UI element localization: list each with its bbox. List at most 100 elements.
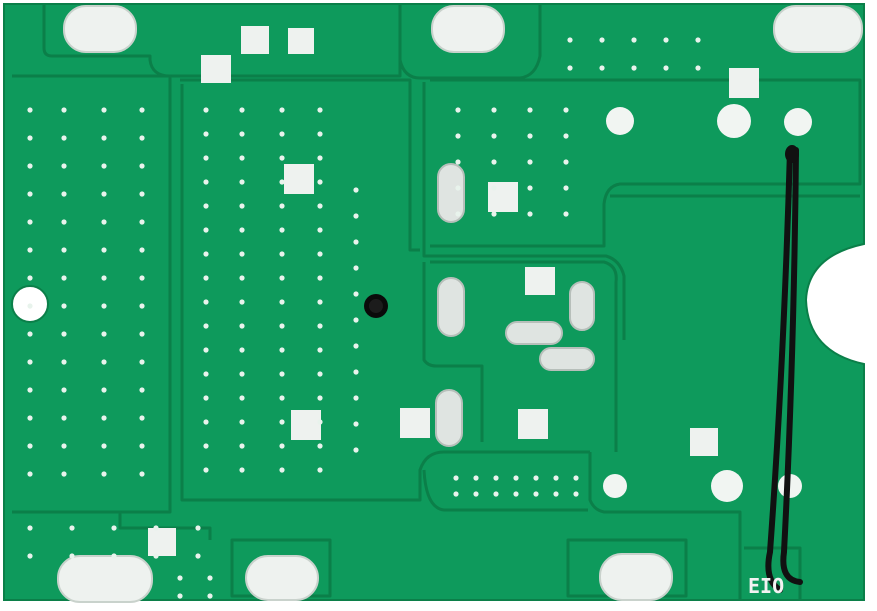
via (61, 275, 67, 281)
via (139, 415, 145, 421)
via (61, 387, 67, 393)
smd-pads (148, 26, 759, 556)
via (353, 369, 359, 375)
via (27, 275, 33, 281)
via (631, 37, 637, 43)
via (455, 185, 461, 191)
via (101, 191, 107, 197)
via (279, 155, 285, 161)
via (27, 387, 33, 393)
via (101, 303, 107, 309)
via (599, 37, 605, 43)
via-field (27, 37, 701, 599)
via (573, 491, 579, 497)
via (491, 211, 497, 217)
via (493, 475, 499, 481)
via (527, 107, 533, 113)
via (239, 419, 245, 425)
via (61, 219, 67, 225)
via (239, 467, 245, 473)
via (279, 467, 285, 473)
via (61, 443, 67, 449)
via (491, 159, 497, 165)
via (491, 185, 497, 191)
via (567, 37, 573, 43)
via (567, 65, 573, 71)
via (317, 227, 323, 233)
via (527, 185, 533, 191)
via (353, 317, 359, 323)
via (101, 275, 107, 281)
via (353, 187, 359, 193)
via (195, 525, 201, 531)
via (195, 553, 201, 559)
via (513, 491, 519, 497)
via (473, 475, 479, 481)
via (139, 303, 145, 309)
via (203, 227, 209, 233)
via (203, 443, 209, 449)
via (353, 213, 359, 219)
via (533, 491, 539, 497)
via (139, 331, 145, 337)
via (139, 107, 145, 113)
via (61, 303, 67, 309)
via (239, 275, 245, 281)
via (203, 395, 209, 401)
via (101, 107, 107, 113)
via (491, 107, 497, 113)
via (455, 211, 461, 217)
via (455, 159, 461, 165)
via (353, 343, 359, 349)
via (177, 593, 183, 599)
via (61, 107, 67, 113)
via (317, 299, 323, 305)
via (453, 491, 459, 497)
via (491, 133, 497, 139)
via (153, 553, 159, 559)
via (239, 347, 245, 353)
via (631, 65, 637, 71)
via (61, 471, 67, 477)
via (61, 135, 67, 141)
via (203, 419, 209, 425)
via (239, 323, 245, 329)
via (239, 155, 245, 161)
terminal-pads (57, 5, 863, 603)
via (27, 303, 33, 309)
via (203, 299, 209, 305)
mounting-holes (11, 104, 812, 502)
via (139, 359, 145, 365)
via (279, 419, 285, 425)
via (527, 159, 533, 165)
via (101, 415, 107, 421)
via (279, 371, 285, 377)
via (203, 467, 209, 473)
via (203, 323, 209, 329)
via (239, 107, 245, 113)
via (279, 131, 285, 137)
via (69, 553, 75, 559)
via (203, 251, 209, 257)
via (101, 135, 107, 141)
via (27, 247, 33, 253)
via (317, 347, 323, 353)
via (203, 107, 209, 113)
via (27, 191, 33, 197)
via (203, 179, 209, 185)
via (239, 203, 245, 209)
via (473, 491, 479, 497)
via (61, 247, 67, 253)
via (599, 65, 605, 71)
via (61, 191, 67, 197)
via (239, 299, 245, 305)
via (317, 419, 323, 425)
via (563, 185, 569, 191)
via (139, 135, 145, 141)
via (203, 131, 209, 137)
via (27, 359, 33, 365)
via (239, 179, 245, 185)
via (27, 107, 33, 113)
via (101, 163, 107, 169)
via (317, 323, 323, 329)
